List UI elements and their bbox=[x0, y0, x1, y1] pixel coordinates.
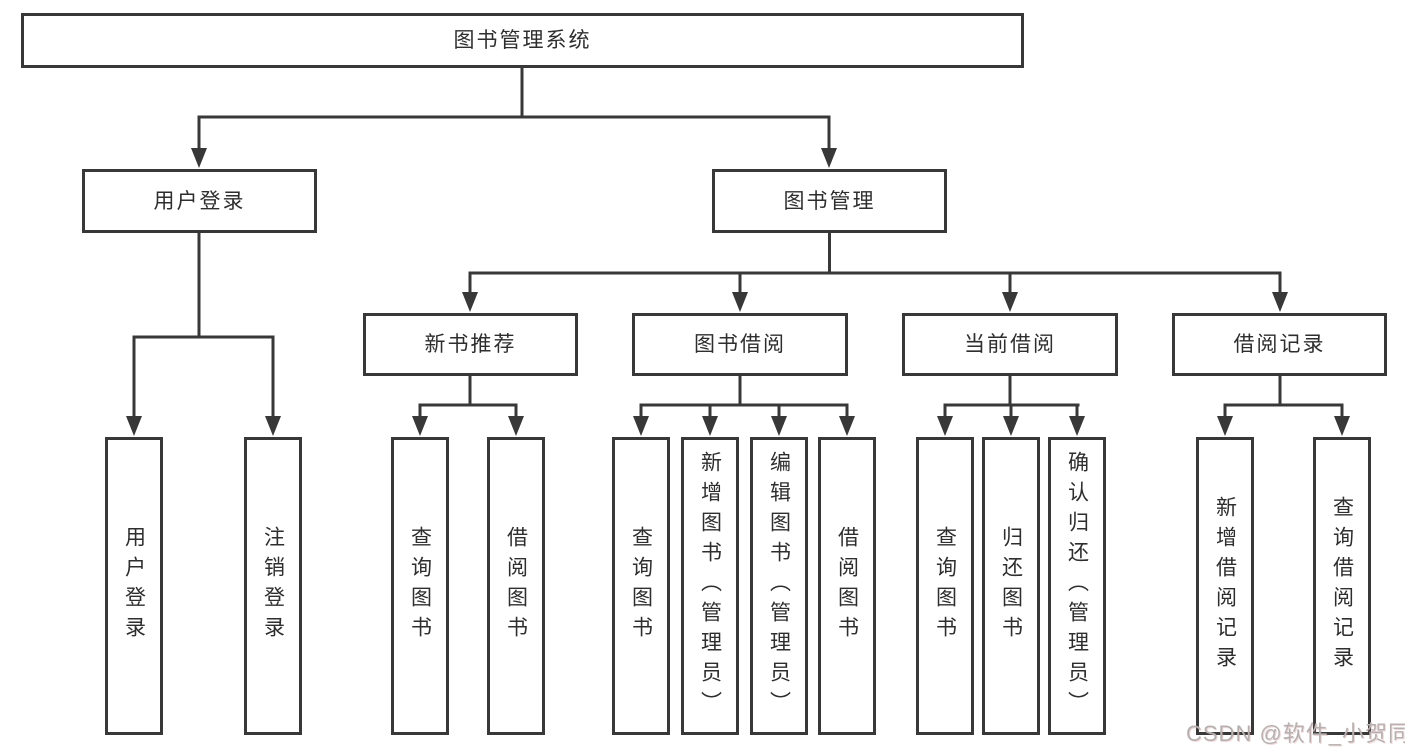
arrow-down-icon bbox=[462, 292, 478, 312]
arrow-down-icons bbox=[126, 148, 1350, 436]
node-book-management: 图书管理 bbox=[712, 169, 947, 233]
arrow-down-icon bbox=[412, 416, 428, 436]
leaf-add-book-admin: 新增图书（管理员） bbox=[681, 437, 739, 735]
node-borrow-records: 借阅记录 bbox=[1172, 313, 1387, 376]
arrow-down-icon bbox=[732, 292, 748, 312]
leaf-add-borrow-record: 新增借阅记录 bbox=[1196, 437, 1254, 735]
arrow-down-icon bbox=[508, 416, 524, 436]
leaf-query-books-borrow: 查询图书 bbox=[612, 437, 670, 735]
leaf-borrow-books-recommend: 借阅图书 bbox=[487, 437, 545, 735]
csdn-watermark: CSDN @软件_小贺同学 bbox=[1186, 721, 1405, 746]
arrow-down-icon bbox=[126, 416, 142, 436]
arrow-down-icon bbox=[1069, 416, 1085, 436]
arrow-down-icon bbox=[1217, 416, 1233, 436]
leaf-logout: 注销登录 bbox=[244, 437, 302, 735]
arrow-down-icon bbox=[191, 148, 207, 168]
arrow-down-icon bbox=[633, 416, 649, 436]
arrow-down-icon bbox=[265, 416, 281, 436]
arrow-down-icon bbox=[1272, 292, 1288, 312]
arrow-down-icon bbox=[1003, 416, 1019, 436]
leaf-borrow-books-borrow: 借阅图书 bbox=[818, 437, 876, 735]
arrow-down-icon bbox=[839, 416, 855, 436]
arrow-down-icon bbox=[821, 148, 837, 168]
node-root-system: 图书管理系统 bbox=[21, 13, 1024, 68]
node-current-borrow: 当前借阅 bbox=[902, 313, 1118, 376]
arrow-down-icon bbox=[702, 416, 718, 436]
node-user-login: 用户登录 bbox=[82, 169, 317, 233]
arrow-down-icon bbox=[771, 416, 787, 436]
arrow-down-icon bbox=[1334, 416, 1350, 436]
leaf-return-book: 归还图书 bbox=[982, 437, 1040, 735]
leaf-user-login: 用户登录 bbox=[105, 437, 163, 735]
arrow-down-icon bbox=[1002, 292, 1018, 312]
leaf-query-borrow-record: 查询借阅记录 bbox=[1313, 437, 1371, 735]
arrow-down-icon bbox=[937, 416, 953, 436]
node-book-borrow: 图书借阅 bbox=[632, 313, 848, 376]
node-new-book-recommend: 新书推荐 bbox=[363, 313, 578, 376]
connector-path bbox=[132, 68, 1344, 418]
leaf-edit-book-admin: 编辑图书（管理员） bbox=[750, 437, 808, 735]
leaf-confirm-return-admin: 确认归还（管理员） bbox=[1048, 437, 1106, 735]
leaf-query-books-recommend: 查询图书 bbox=[391, 437, 449, 735]
leaf-query-books-current: 查询图书 bbox=[916, 437, 974, 735]
